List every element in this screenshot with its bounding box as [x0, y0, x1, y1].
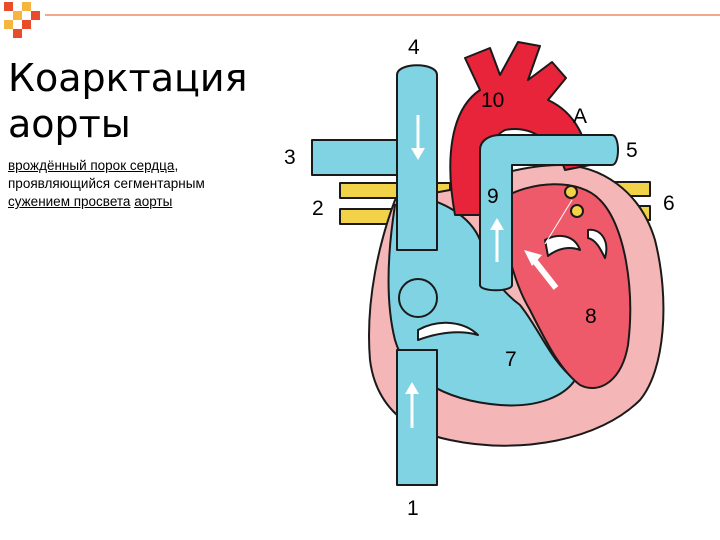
label-4: 4: [408, 36, 420, 59]
link-congenital-heart-defect[interactable]: врождённый порок сердца: [8, 158, 175, 173]
slide-description: врождённый порок сердца, проявляющийся с…: [8, 157, 298, 211]
label-3: 3: [284, 146, 296, 169]
label-a: A: [573, 105, 587, 128]
foramen-ovale: [398, 278, 438, 318]
label-2: 2: [312, 197, 324, 220]
arrow-lv-outflow-head: [524, 250, 542, 266]
header-rule: [45, 14, 720, 16]
label-5: 5: [626, 139, 638, 162]
pulmonary-artery: [479, 134, 619, 292]
mitral-valve: [544, 234, 581, 257]
aortic-valve: [587, 228, 608, 259]
link-lumen-narrowing[interactable]: сужением просвета: [8, 194, 131, 209]
yellow-dot-upper: [564, 185, 578, 199]
arrow-up-pa-head: [490, 218, 504, 230]
arrow-lv-outflow: [531, 258, 559, 290]
label-8: 8: [585, 305, 597, 328]
logo-squares: [0, 0, 50, 40]
yellow-dot-lower: [570, 204, 584, 218]
slide-title: Коарктация аорты: [8, 55, 288, 147]
slide-title-line1: Коарктация: [8, 56, 248, 100]
arrow-down-svc-head: [411, 148, 425, 160]
label-6: 6: [663, 192, 675, 215]
link-aorta[interactable]: аорты: [134, 194, 173, 209]
heart-diagram: 1 2 3 4 5 6 7 8 9 10 A: [284, 36, 675, 520]
arrow-up-ivc-head: [405, 382, 419, 394]
pulmonary-vein-3: [311, 139, 398, 176]
description-text: ,: [174, 158, 179, 173]
flow-arrows: [405, 115, 559, 428]
inferior-vena-cava: [396, 349, 438, 486]
label-9: 9: [487, 185, 499, 208]
label-1: 1: [407, 497, 419, 520]
label-10: 10: [481, 89, 504, 112]
slide-title-line2: аорты: [8, 102, 131, 146]
description-text: проявляющийся сегментарным: [8, 176, 205, 191]
header-decoration: [0, 0, 720, 40]
label-7: 7: [505, 348, 517, 371]
tricuspid-valve: [417, 321, 479, 341]
